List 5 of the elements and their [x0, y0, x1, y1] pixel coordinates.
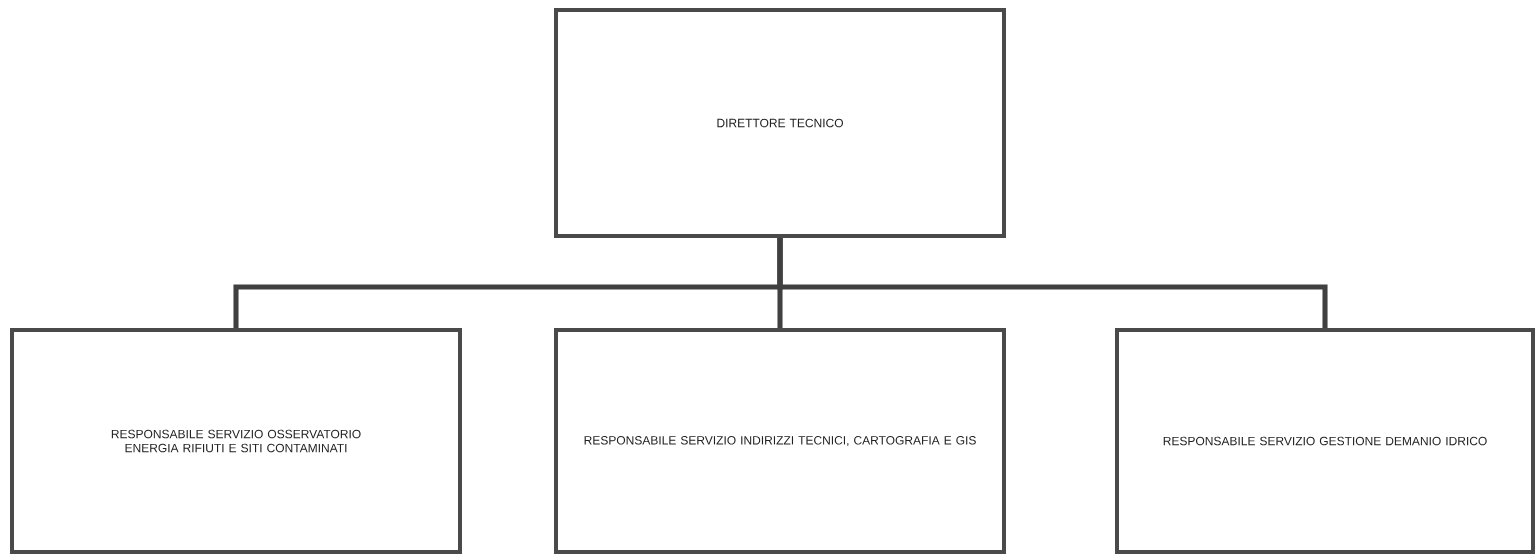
- service-box: RESPONSABILE SERVIZIO GESTIONE DEMANIO IDRICO: [1115, 328, 1535, 554]
- service-box: RESPONSABILE SERVIZIO OSSERVATORIO ENERGIA RIFIUTI E SITI CONTAMINATI: [10, 328, 462, 554]
- service-box: RESPONSABILE SERVIZIO INDIRIZZI TECNICI, CARTOGRAFIA E GIS: [554, 328, 1006, 554]
- director-box: DIRETTORE TECNICO: [554, 8, 1006, 238]
- connector-line: [777, 238, 1328, 328]
